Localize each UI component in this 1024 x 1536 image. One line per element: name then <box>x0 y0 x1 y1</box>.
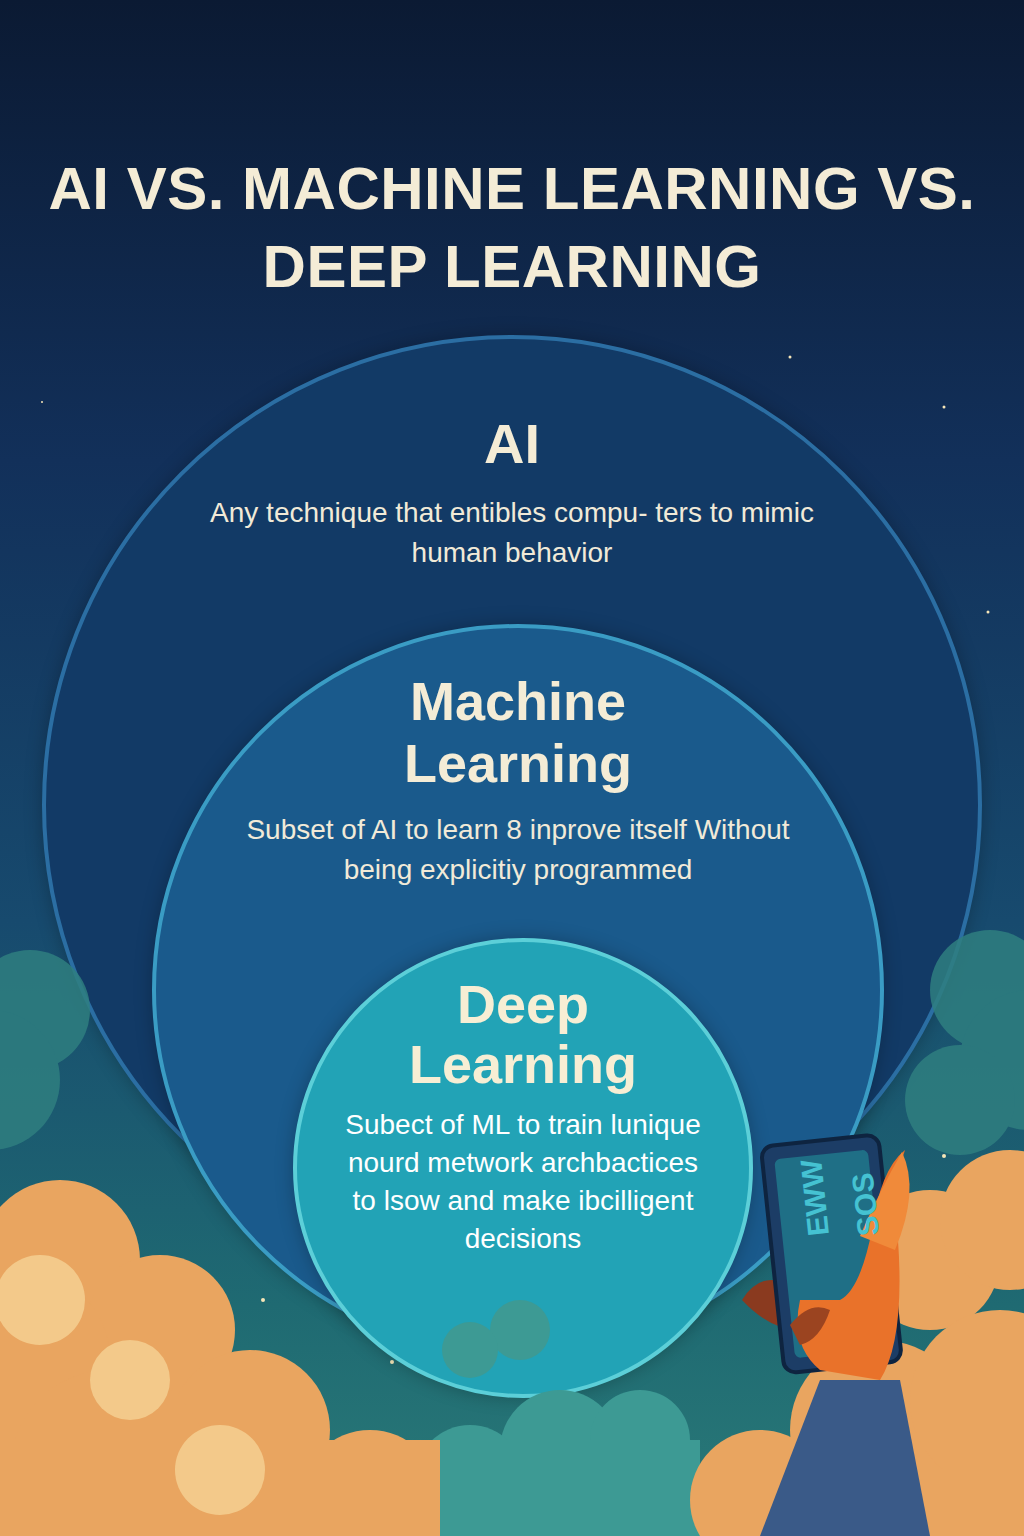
orange-clouds-left <box>0 1180 440 1536</box>
ml-description: Subset of AI to learn 8 inprove itself W… <box>228 810 808 890</box>
pale-clouds-left <box>0 1255 265 1515</box>
nested-circle: Machine LearningSubset of AI to learn 8 … <box>152 624 884 1356</box>
dl-heading: Deep Learning <box>343 974 703 1094</box>
nested-circle: Deep LearningSubect of ML to train luniq… <box>293 938 753 1398</box>
ml-heading: Machine Learning <box>308 670 728 794</box>
nested-circle: AI Any technique that entibles compu- ter… <box>42 335 982 1275</box>
diagram-title: AI VS. MACHINE LEARNING VS. DEEP LEARNIN… <box>32 150 992 306</box>
phone-screen-text: SOS <box>847 1171 885 1237</box>
ai-description: Any technique that entibles compu- ters … <box>202 493 822 573</box>
teal-clouds-low <box>415 1300 700 1536</box>
dl-description: Subect of ML to train lunique nourd metw… <box>338 1106 708 1258</box>
hand-and-phone <box>742 1134 930 1536</box>
ai-heading: AI <box>362 409 662 479</box>
teal-clouds <box>0 930 1024 1155</box>
orange-clouds-right <box>690 1150 1024 1536</box>
